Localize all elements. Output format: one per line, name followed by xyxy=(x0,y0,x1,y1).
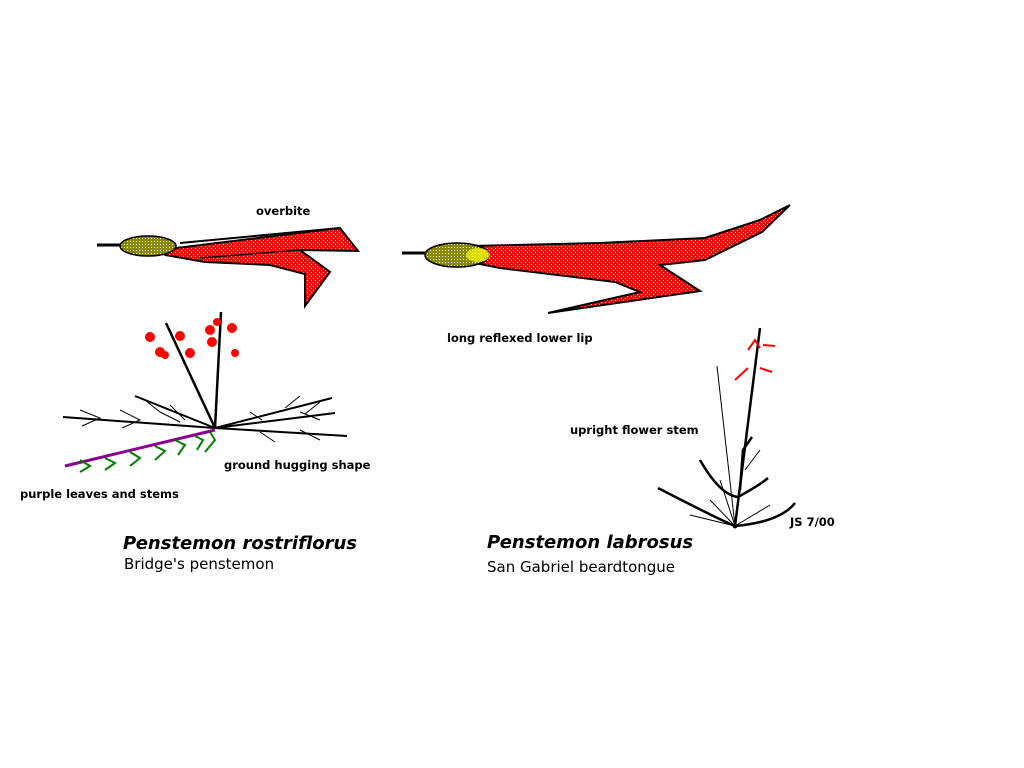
corolla xyxy=(469,204,791,314)
label-long-lip: long reflexed lower lip xyxy=(447,331,593,345)
common-name-labrosus: San Gabriel beardtongue xyxy=(487,558,676,576)
labrosus-flower xyxy=(402,204,791,314)
label-ground-hugging: ground hugging shape xyxy=(224,458,371,472)
signature: JS 7/00 xyxy=(790,515,835,529)
rostriflorus-flower xyxy=(97,226,361,310)
species-name-labrosus: Penstemon labrosus xyxy=(487,532,694,553)
corolla xyxy=(157,226,361,310)
flowers xyxy=(734,338,776,381)
rostriflorus-plant xyxy=(62,311,348,473)
labrosus-plant xyxy=(657,327,796,529)
species-name-rostriflorus: Penstemon rostriflorus xyxy=(123,533,358,554)
label-overbite: overbite xyxy=(256,204,311,218)
calyx xyxy=(119,235,177,257)
label-upright-stem: upright flower stem xyxy=(570,423,699,437)
label-purple-leaves: purple leaves and stems xyxy=(20,487,179,501)
common-name-rostriflorus: Bridge's penstemon xyxy=(124,555,275,573)
flower-clusters xyxy=(145,318,239,359)
